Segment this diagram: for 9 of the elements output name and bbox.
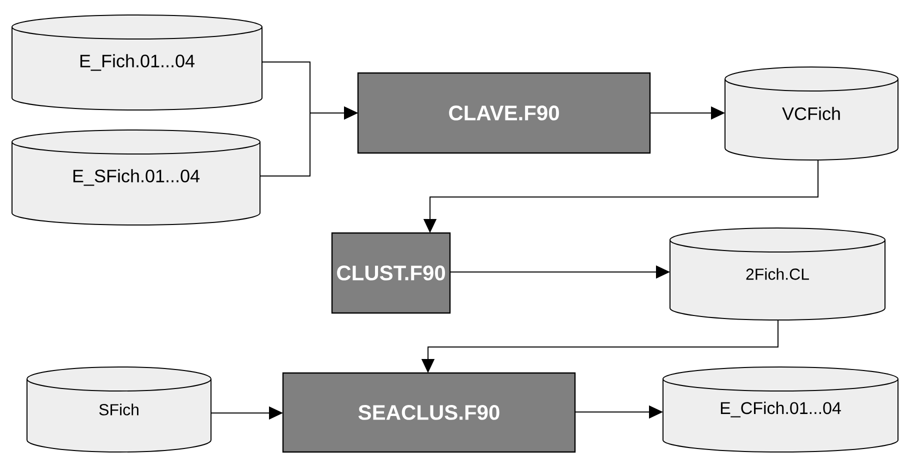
storage-cylinder: SFich bbox=[26, 366, 212, 452]
storage-cylinder: E_SFich.01...04 bbox=[12, 130, 260, 226]
storage-cylinder: 2Fich.CL bbox=[670, 227, 886, 320]
process-box: CLAVE.F90 bbox=[357, 72, 651, 154]
storage-cylinder: E_CFich.01...04 bbox=[662, 366, 898, 452]
process-box: SEACLUS.F90 bbox=[282, 372, 576, 453]
process-box: CLUST.F90 bbox=[331, 232, 451, 314]
storage-cylinder: VCFich bbox=[724, 66, 898, 160]
storage-cylinder: E_Fich.01...04 bbox=[12, 14, 262, 110]
